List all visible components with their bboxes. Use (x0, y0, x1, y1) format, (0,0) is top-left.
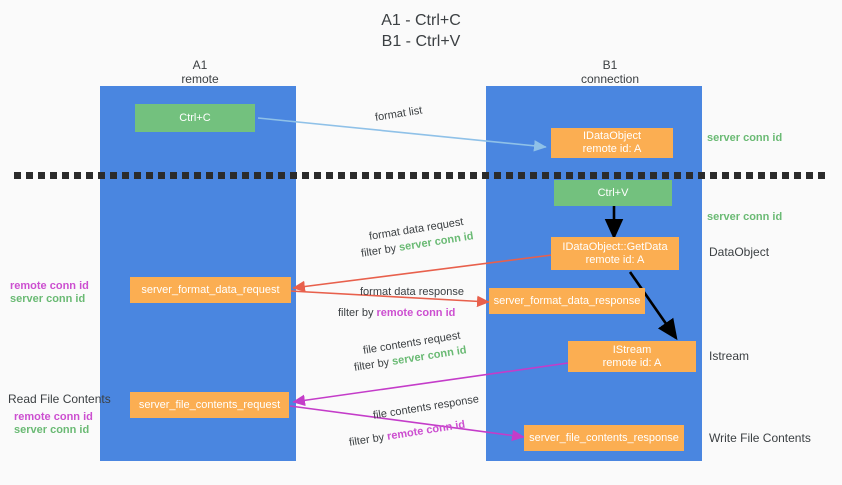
lane-header-b1: B1 connection (580, 58, 640, 86)
filter-prefix: filter by (348, 430, 389, 449)
phase-divider (14, 172, 830, 179)
caption-format-data-response-filter: filter by remote conn id (338, 306, 455, 321)
box-server-file-contents-response[interactable]: server_file_contents_response (524, 425, 684, 451)
lane-header-a1: A1 remote (181, 58, 219, 86)
label-server-conn-id-1: server conn id (10, 293, 86, 305)
box-idataobject-getdata[interactable]: IDataObject::GetData remote id: A (551, 237, 679, 270)
box-server-format-data-response[interactable]: server_format_data_response (489, 288, 645, 314)
label-write-file-contents: Write File Contents (709, 431, 811, 445)
label-server-conn-id-mid: server conn id (707, 211, 783, 223)
filter-prefix: filter by (353, 355, 394, 374)
diagram-title: A1 - Ctrl+C B1 - Ctrl+V (381, 12, 461, 50)
label-remote-conn-id-1: remote conn id (10, 280, 89, 292)
box-idataobject[interactable]: IDataObject remote id: A (551, 128, 673, 158)
label-server-conn-id-top: server conn id (707, 132, 783, 144)
box-server-file-contents-request[interactable]: server_file_contents_request (130, 392, 289, 418)
label-read-file-contents: Read File Contents (8, 392, 111, 406)
label-istream: Istream (709, 349, 750, 363)
box-server-format-data-request[interactable]: server_format_data_request (130, 277, 291, 303)
caption-file-contents-response-filter: filter by remote conn id (348, 418, 466, 451)
filter-prefix: filter by (360, 241, 401, 260)
box-ctrl-v[interactable]: Ctrl+V (554, 180, 672, 206)
caption-format-list: format list (374, 104, 424, 124)
label-server-conn-id-2: server conn id (14, 424, 90, 436)
filter-prefix: filter by (338, 307, 377, 319)
filter-value-remote-conn-id: remote conn id (386, 418, 466, 443)
box-istream[interactable]: IStream remote id: A (568, 341, 696, 372)
label-remote-conn-id-2: remote conn id (14, 411, 93, 423)
box-ctrl-c[interactable]: Ctrl+C (135, 104, 255, 132)
filter-value-remote-conn-id: remote conn id (376, 307, 456, 319)
label-dataobject: DataObject (709, 245, 770, 259)
caption-format-data-response: format data response (360, 286, 464, 298)
